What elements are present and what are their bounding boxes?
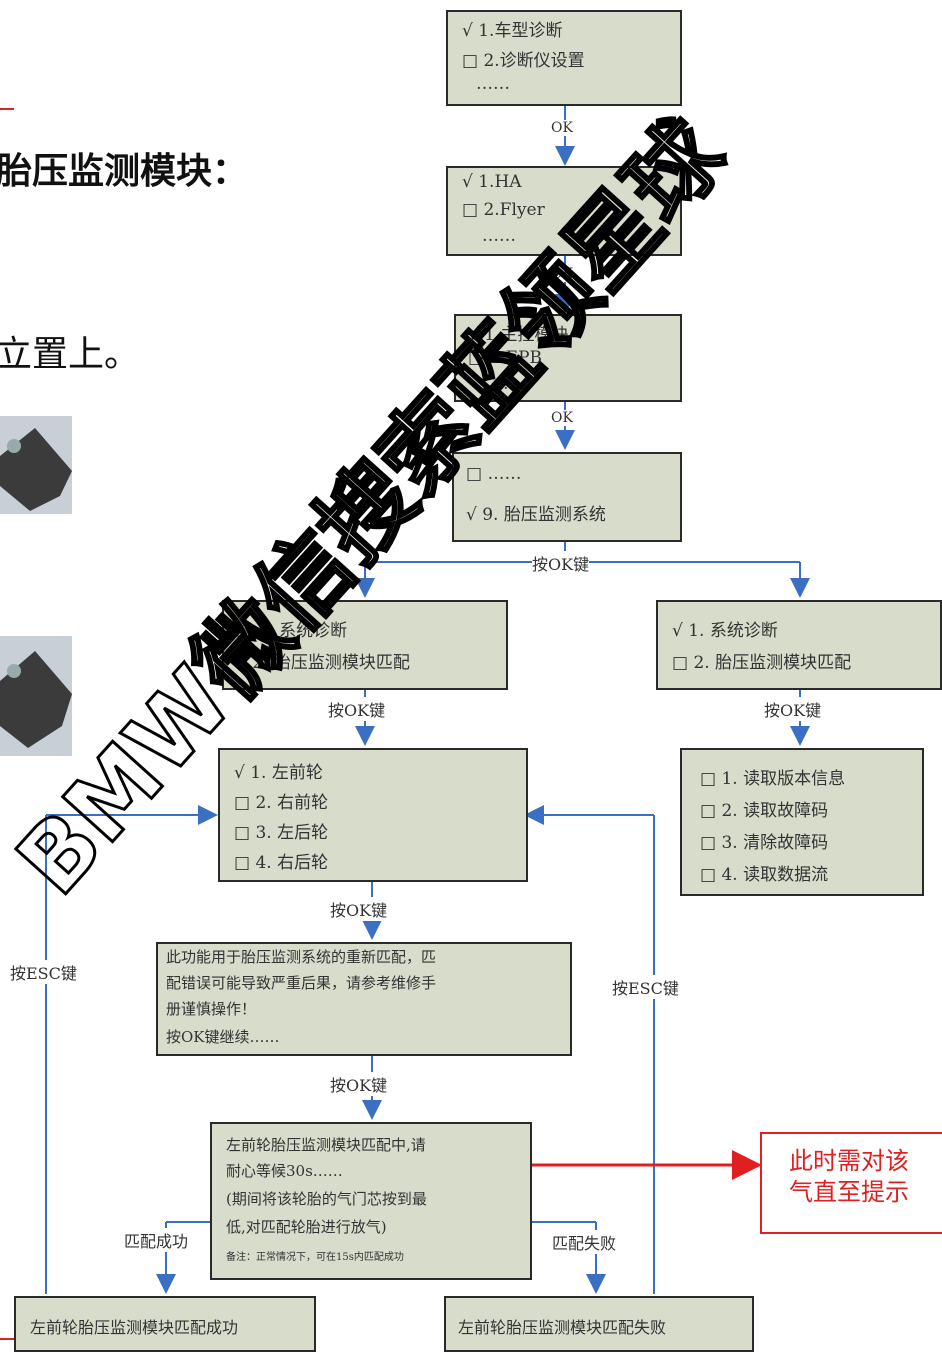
label-press-ok-split: 按OK键	[532, 551, 590, 575]
box-line: 配错误可能导致严重后果，请参考维修手	[166, 974, 437, 992]
menu-box-module: √ 1.主控模块 □ 2.EPB ……	[454, 314, 682, 402]
box-line: □ ……	[466, 464, 522, 484]
box-line: √ 1.HA	[462, 172, 522, 192]
box-line: □ 2. 胎压监测模块匹配	[672, 653, 852, 673]
box-line: 耐心等候30s……	[226, 1162, 343, 1180]
box-line: □ 2. 右前轮	[234, 793, 329, 813]
label-ok-1: OK	[551, 120, 573, 136]
box-line: √ 1. 左前轮	[234, 763, 323, 783]
note-line: 气直至提示	[789, 1178, 909, 1206]
label-press-ok-wheel: 按OK键	[330, 897, 388, 921]
heading-tpms: 胎压监测模块：	[0, 150, 249, 192]
box-line: ……	[486, 374, 520, 394]
tool-photo-2	[0, 636, 72, 756]
box-line: □ 2.EPB	[468, 348, 543, 368]
box-line: ……	[476, 74, 510, 94]
box-line: □ 4. 读取数据流	[700, 865, 829, 885]
label-match-fail: 匹配失败	[552, 1230, 617, 1254]
box-line: √ 2. 胎压监测模块匹配	[236, 653, 410, 673]
box-line: ……	[482, 226, 516, 246]
box-line: 左前轮胎压监测模块匹配失败	[458, 1318, 667, 1337]
box-line: √ 1.车型诊断	[462, 21, 563, 41]
label-press-ok-right: 按OK键	[764, 697, 822, 721]
note-line: 此时需对该	[789, 1147, 909, 1175]
box-line: □ 1. 系统诊断	[236, 621, 348, 641]
box-line: 低,对匹配轮胎进行放气)	[226, 1218, 387, 1236]
result-box-failure: 左前轮胎压监测模块匹配失败	[444, 1296, 754, 1352]
box-line: □ 4. 右后轮	[234, 853, 329, 873]
box-line: □ 2.诊断仪设置	[462, 51, 585, 71]
red-tick-bottom	[0, 1338, 14, 1340]
box-line: □ 2. 读取故障码	[700, 801, 829, 821]
box-line: □ 2.Flyer	[462, 200, 545, 220]
box-line: 左前轮胎压监测模块匹配成功	[30, 1318, 239, 1337]
box-line: √ 1.主控模块	[468, 325, 569, 345]
heading-position: 立置上。	[0, 334, 141, 375]
red-tick-top	[0, 108, 14, 110]
box-line: √ 9. 胎压监测系统	[466, 505, 606, 525]
red-note-box: 此时需对该 气直至提示	[760, 1132, 942, 1234]
box-line: (期间将该轮胎的气门芯按到最	[226, 1190, 427, 1208]
box-line: 此功能用于胎压监测系统的重新匹配，匹	[166, 948, 437, 966]
box-line: □ 1. 读取版本信息	[700, 769, 846, 789]
menu-box-tpms-system: □ …… √ 9. 胎压监测系统	[452, 452, 682, 542]
menu-box-wheel-select: √ 1. 左前轮 □ 2. 右前轮 □ 3. 左后轮 □ 4. 右后轮	[218, 748, 528, 882]
label-press-ok-left: 按OK键	[328, 697, 386, 721]
menu-box-model: √ 1.HA □ 2.Flyer ……	[446, 166, 682, 256]
box-line: 册谨慎操作！	[166, 1000, 257, 1018]
menu-box-right-diagnosis-selected: √ 1. 系统诊断 □ 2. 胎压监测模块匹配	[656, 600, 942, 690]
label-ok-2: OK	[551, 266, 573, 282]
box-note-line: 备注：正常情况下，可在15s内匹配成功	[226, 1252, 404, 1263]
warning-box: 此功能用于胎压监测系统的重新匹配，匹 配错误可能导致严重后果，请参考维修手 册谨…	[156, 942, 572, 1056]
result-box-success: 左前轮胎压监测模块匹配成功	[14, 1296, 316, 1352]
matching-progress-box: 左前轮胎压监测模块匹配中,请 耐心等候30s…… (期间将该轮胎的气门芯按到最 …	[210, 1122, 532, 1280]
label-press-esc-right: 按ESC键	[612, 975, 679, 999]
label-match-success: 匹配成功	[124, 1228, 189, 1252]
box-line: √ 1. 系统诊断	[672, 621, 778, 641]
menu-box-left-match-selected: □ 1. 系统诊断 √ 2. 胎压监测模块匹配	[222, 600, 508, 690]
box-line: 按OK键继续……	[166, 1028, 280, 1046]
tool-photo-1	[0, 416, 72, 514]
menu-box-diagnosis-functions: □ 1. 读取版本信息 □ 2. 读取故障码 □ 3. 清除故障码 □ 4. 读…	[680, 748, 924, 896]
box-line: □ 3. 左后轮	[234, 823, 329, 843]
label-ok-3: OK	[551, 410, 573, 426]
label-press-ok-continue: 按OK键	[330, 1072, 388, 1096]
menu-box-vehicle-diagnosis: √ 1.车型诊断 □ 2.诊断仪设置 ……	[446, 10, 682, 106]
label-press-esc-left: 按ESC键	[10, 960, 77, 984]
box-line: □ 3. 清除故障码	[700, 833, 829, 853]
box-line: 左前轮胎压监测模块匹配中,请	[226, 1136, 426, 1154]
